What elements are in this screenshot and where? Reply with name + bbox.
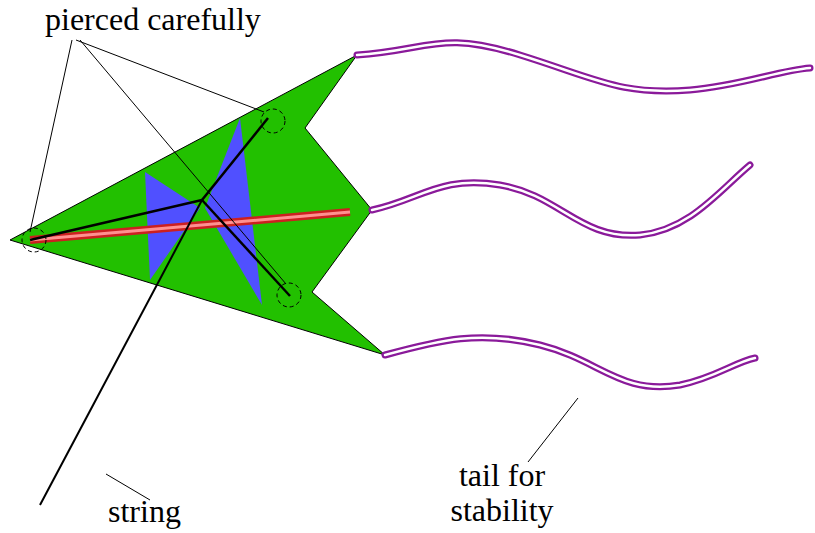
- kite-sail: [10, 55, 385, 355]
- callout-label: tail for stability: [412, 458, 592, 528]
- kite-tail: [357, 43, 810, 387]
- callout-label: string: [108, 494, 181, 529]
- kite-string: [40, 200, 202, 505]
- spar: [30, 212, 350, 240]
- bridle: [30, 118, 290, 296]
- spar: [30, 212, 350, 240]
- leader-line: [30, 40, 578, 500]
- attachment-circle: [22, 109, 301, 307]
- callout-label: pierced carefully: [45, 2, 261, 37]
